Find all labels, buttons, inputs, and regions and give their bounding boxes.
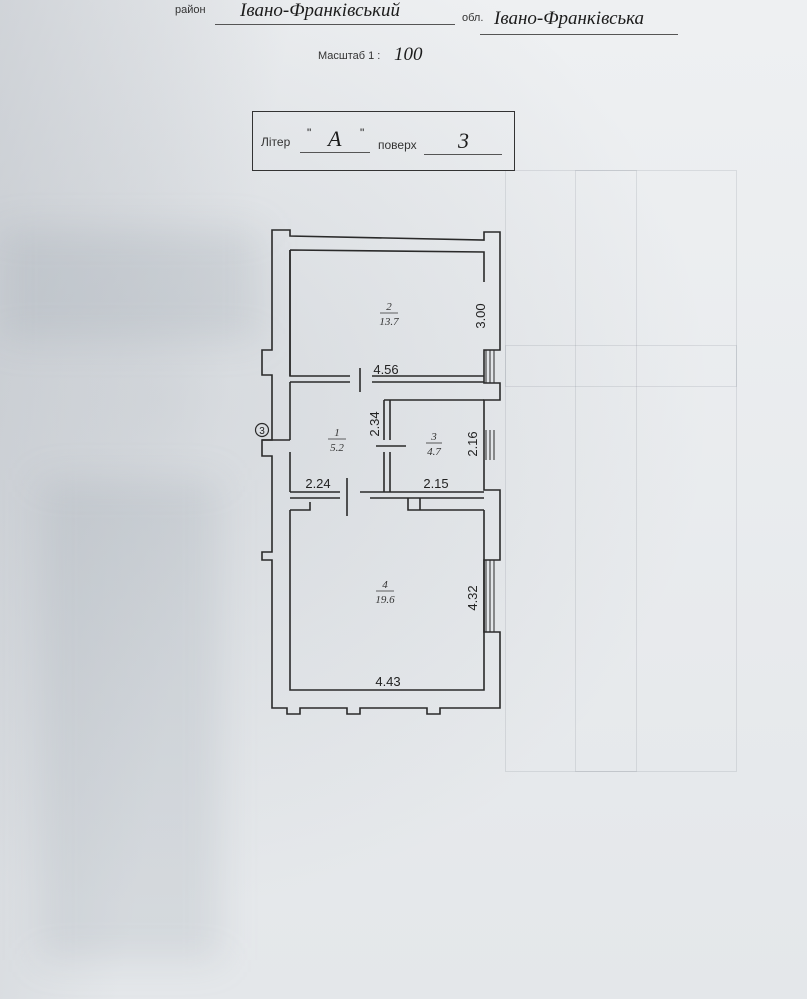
section-marker	[254, 422, 270, 438]
dim-room4-height: 4.32	[465, 585, 480, 610]
room-area: 5.2	[330, 442, 344, 454]
dim-room2-height: 3.00	[473, 303, 488, 328]
dim-room3-height: 2.16	[465, 431, 480, 456]
dim-room1-height: 2.34	[367, 411, 382, 436]
room-number: 1	[334, 427, 340, 439]
dim-room4-width: 4.43	[375, 674, 400, 689]
room-area: 13.7	[379, 316, 399, 328]
room-area: 19.6	[375, 594, 395, 606]
floor-underline	[424, 154, 502, 155]
room-label-1: 1 5.2	[328, 427, 346, 454]
region-value: Івано-Франківська	[494, 8, 645, 29]
region-underline	[480, 34, 678, 35]
dim-room1-width: 2.24	[305, 476, 330, 491]
region-label: обл.	[462, 12, 484, 24]
room-label-2: 2 13.7	[379, 301, 399, 328]
dim-room3-width: 2.15	[423, 476, 448, 491]
district-underline	[215, 24, 455, 25]
dim-top-width: 4.56	[373, 362, 398, 377]
room-number: 3	[430, 431, 437, 443]
background-table	[505, 345, 737, 387]
shadow-band	[40, 480, 220, 960]
district-value: Івано-Франківський	[240, 0, 401, 21]
district-label: район	[175, 4, 206, 16]
background-table	[575, 170, 637, 772]
floor-label: поверх	[378, 138, 417, 152]
room3-walls	[383, 399, 484, 492]
letter-label: Літер	[261, 135, 291, 149]
middle-wall	[290, 491, 484, 499]
room-label-4: 4 19.6	[375, 579, 395, 606]
letter-underline	[300, 152, 370, 153]
room-area: 4.7	[427, 446, 441, 458]
outer-wall	[261, 229, 501, 715]
room-number: 2	[386, 301, 392, 313]
letter-value: А	[328, 126, 342, 151]
floor-value: 3	[458, 128, 469, 153]
shadow-band	[0, 230, 260, 340]
scale-value: 100	[394, 44, 423, 65]
section-marker-label: 3	[259, 426, 265, 437]
room-number: 4	[382, 579, 388, 591]
scale-label: Масштаб 1 :	[318, 50, 381, 62]
letter-quote-open: "	[307, 126, 312, 140]
background-table	[505, 170, 737, 772]
room-label-3: 3 4.7	[426, 431, 442, 458]
room4-wall	[289, 498, 485, 691]
letter-quote-close: "	[360, 126, 365, 140]
letter-floor-box	[252, 111, 515, 171]
